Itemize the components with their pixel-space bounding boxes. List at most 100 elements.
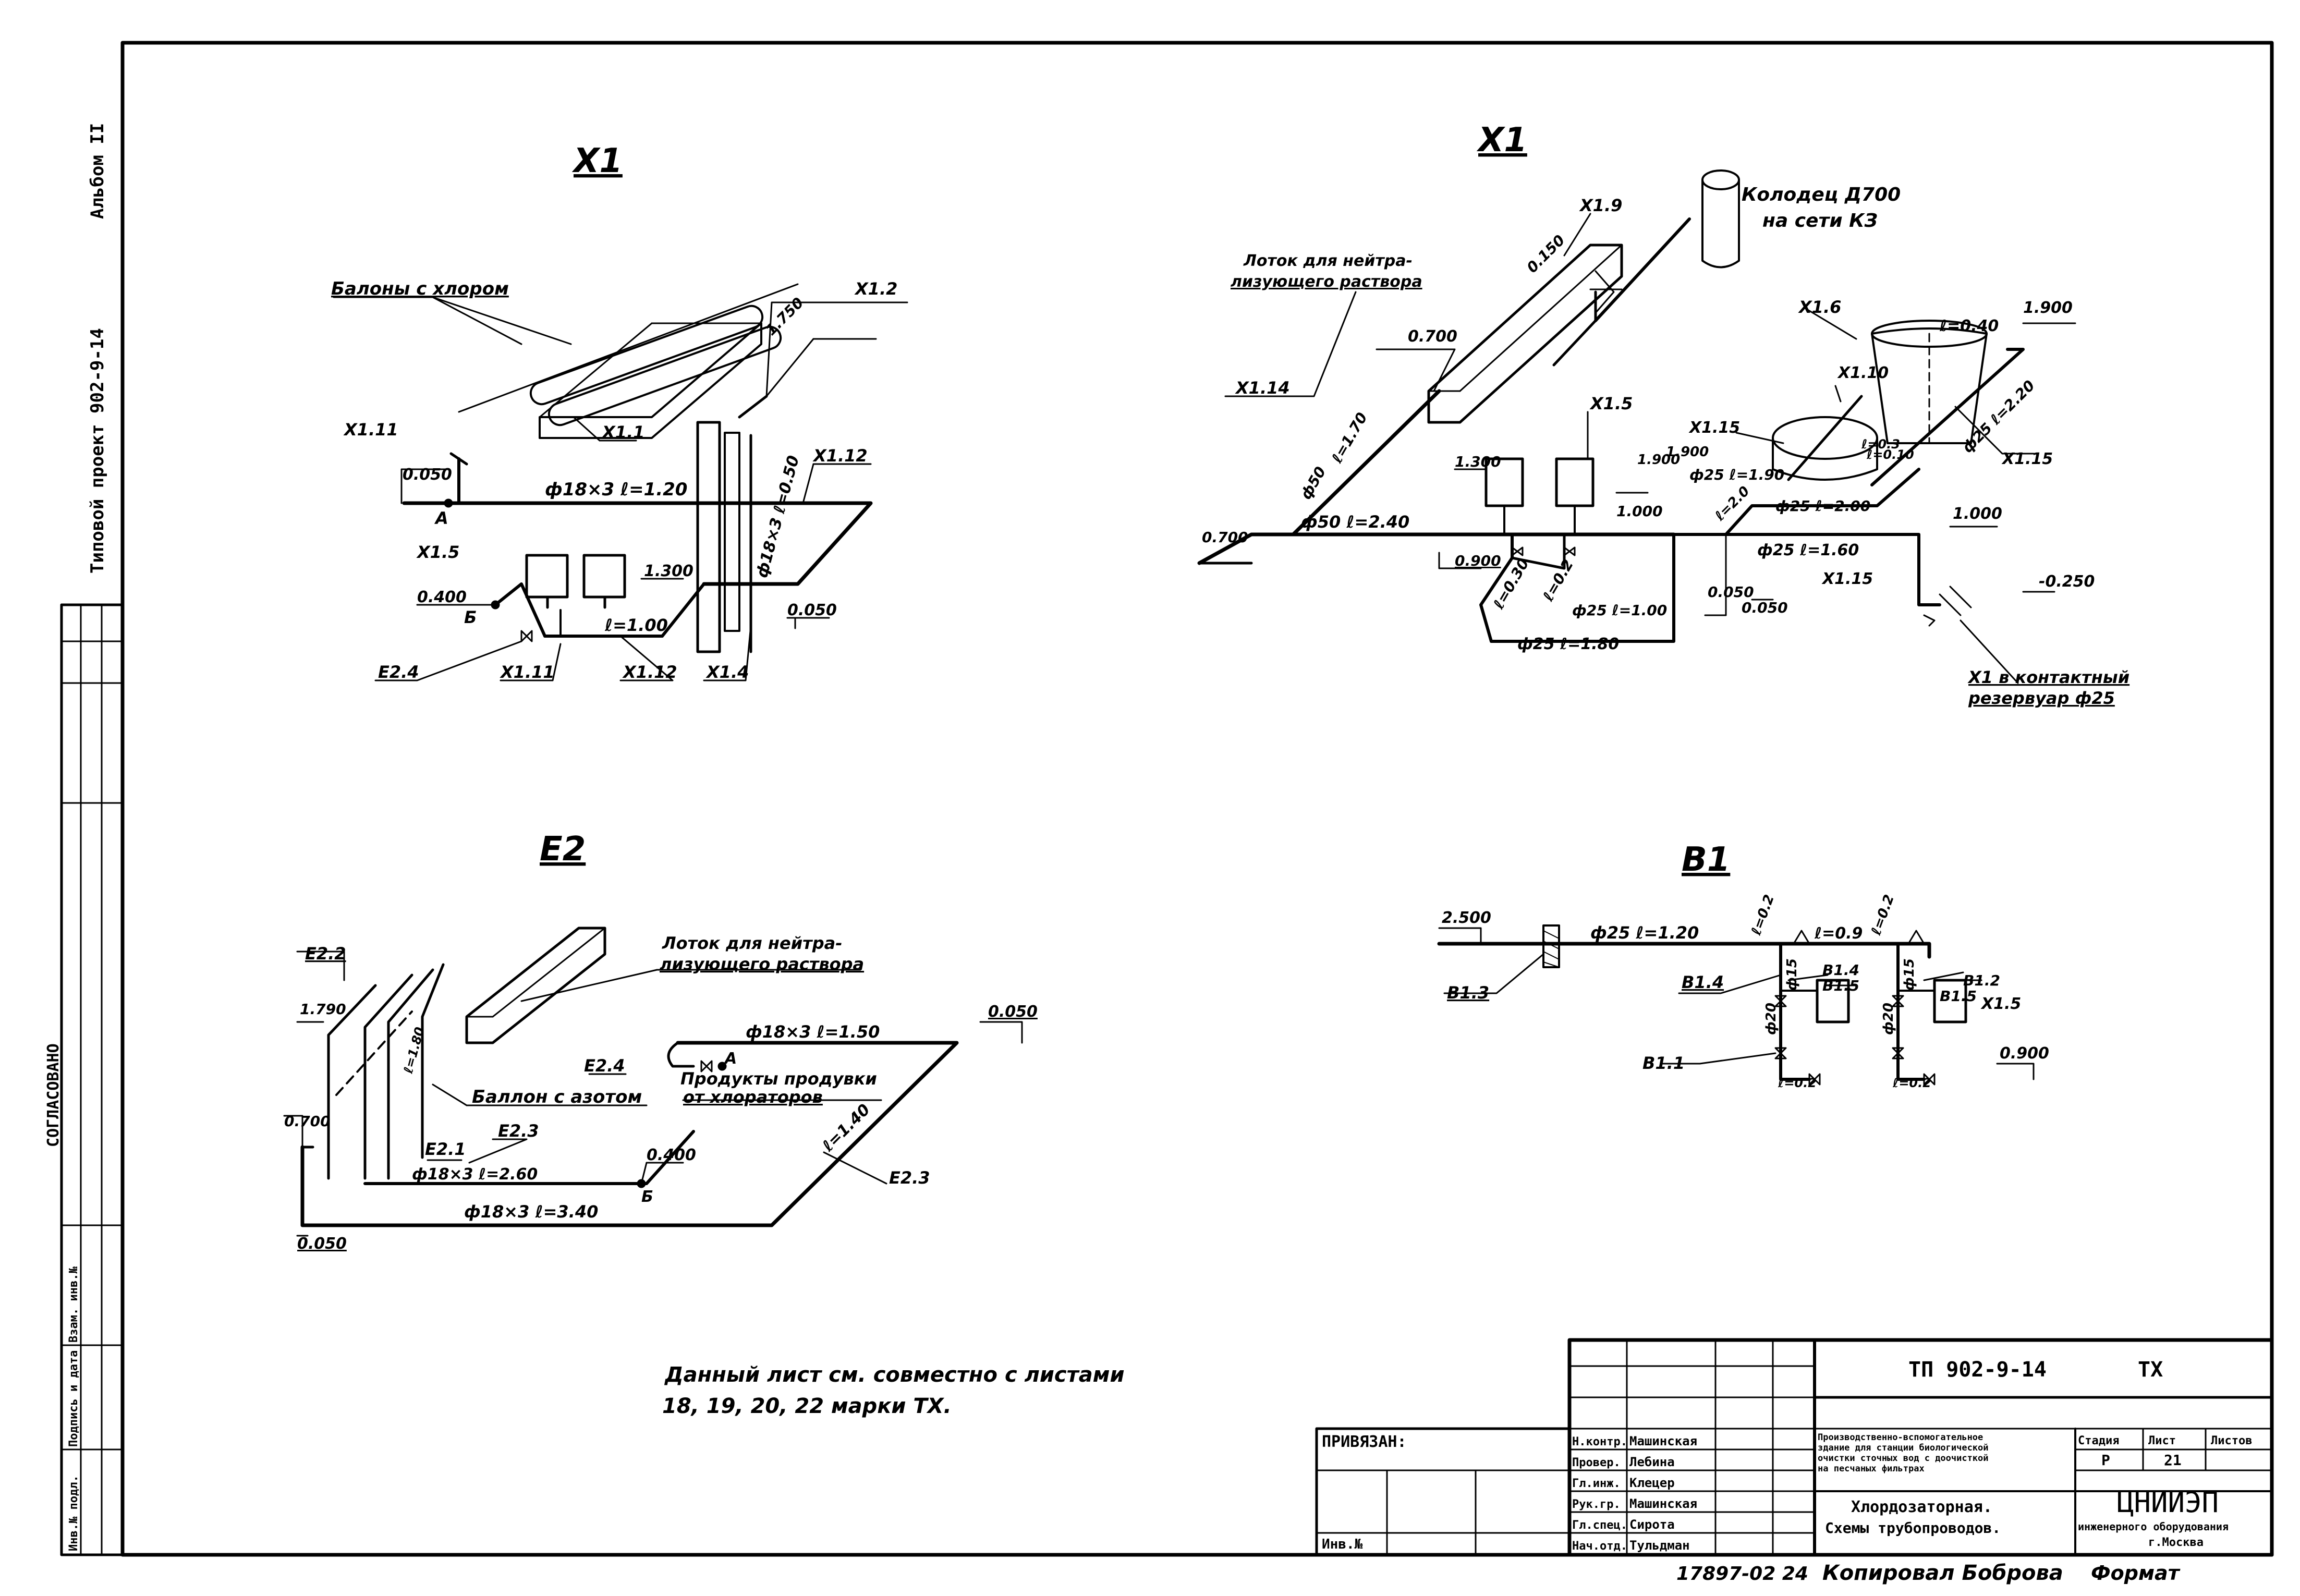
level-1300: 1.300 [644,562,693,580]
pipe-25-190: ф25 ℓ=1.90 [1689,466,1784,483]
b1-title: B1 [1682,840,1730,879]
sign-label: Подпись и дата [67,1350,80,1447]
stage-header: Стадия [2078,1434,2119,1447]
point-b-e2: Б [641,1188,653,1206]
doc-code: ТП 902-9-14 [1908,1358,2047,1382]
label-e22: E2.2 [305,944,346,964]
e2-tray-label: Лоток для нейтра- [662,933,842,953]
label-x115-a: X1.15 [1688,419,1740,437]
name-3: Клецер [1629,1476,1675,1490]
n2-label: Баллон с азотом [472,1087,642,1107]
b1-pipe-02b: ℓ=0.2 [1868,893,1897,937]
label-x11: X1.1 [601,422,644,442]
title-block [1315,1338,2274,1557]
pipe-20: ℓ=2.0 [1712,483,1753,525]
prod-label: Продукты продувки [680,1069,877,1089]
x1-right-labels: X1 Колодец Д700 на сети КЗ Лоток для ней… [1202,121,2129,708]
pipe-25-200: ф25 ℓ=2.00 [1775,497,1870,515]
sheet-title-2: Схемы трубопроводов. [1825,1519,2001,1537]
replace-label: Взам. инв.№ [67,1266,80,1343]
level-0050: 0.050 [403,466,452,484]
tray-label-2: лизующего раствора [1231,273,1422,291]
prod-label-2: от хлораторов [683,1087,823,1107]
pipe-25-160: ф25 ℓ=1.60 [1757,541,1859,559]
object-line-3: очистки сточных вод с доочисткой [1818,1453,1989,1464]
sheet-value: 21 [2164,1452,2182,1469]
pipe-140: ℓ=1.40 [819,1101,874,1156]
pipe-low: ℓ=1.00 [604,615,668,635]
point-b: Б [464,607,477,627]
sheet-title-1: Хлордозаторная. [1851,1498,1992,1516]
b1-pipe-02d: ℓ=0.2 [1892,1076,1931,1090]
note-line-1: Данный лист см. совместно с листами [664,1363,1125,1387]
pipe-25-220: ф25 ℓ=2.20 [1959,377,2038,456]
label-x110: X1.10 [1837,364,1889,382]
org-city: г.Москва [2148,1536,2204,1549]
b1-pipe-20b: ф20 [1881,1003,1896,1035]
label-b14-b: B1.4 [1822,961,1859,979]
level-0400-e2: 0.400 [647,1146,696,1164]
inv-label: Инв.№ подл. [67,1475,80,1551]
role-6: Нач.отд. [1572,1540,1627,1553]
label-x112-bottom: X1.12 [622,662,677,682]
level-1790: 1.790 [300,1001,346,1018]
object-line-4: на песчаных фильтрах [1818,1464,1925,1474]
level-0050-right-e2: 0.050 [988,1003,1038,1021]
stage-value: Р [2101,1452,2110,1469]
role-4: Рук.гр. [1572,1498,1621,1511]
label-e24-e2: E2.4 [584,1056,625,1076]
b1-pipe-main: ф25 ℓ=1.20 [1590,923,1699,943]
e2-title: E2 [540,830,586,869]
dest-label: X1 в контактный [1967,667,2129,687]
footer-copied: Копировал Боброва [1822,1561,2063,1585]
side-stamp-lines [60,604,124,1556]
tray-label: Лоток для нейтра- [1243,252,1413,270]
well-label: Колодец Д700 [1742,184,1901,205]
pipe-main: ф18×3 ℓ=1.20 [545,479,687,500]
level-1900-b: 1.900 [1666,444,1709,460]
level-2500: 2.500 [1442,909,1491,927]
level-1750: 1.750 [762,294,807,339]
sheets-header: Листов [2211,1434,2252,1447]
footer-format: Формат [2091,1562,2181,1585]
b1-pipe-02c: ℓ=0.2 [1778,1076,1817,1090]
e2-tray-label-2: лизующего раствора [660,954,864,974]
x1-right-title: X1 [1476,121,1527,160]
pipe-170: ℓ=1.70 [1328,409,1371,466]
level-0050-right: 0.050 [787,601,837,619]
doc-mark: ТХ [2138,1358,2163,1382]
side-stamp-box [60,603,124,1556]
pipe-25-100: ф25 ℓ=1.00 [1572,602,1667,619]
b1-schematic [1437,924,2035,1086]
level-0900: 0.900 [1455,552,1501,569]
pipe-03: ℓ=0.3 [1861,437,1900,452]
pipe-040: ℓ=0.40 [1939,317,1999,335]
label-e24: E2.4 [378,662,419,682]
label-x14: X1.4 [705,662,749,682]
role-2: Провер. [1572,1456,1621,1469]
label-x111-bottom: X1.11 [500,662,555,682]
role-3: Гл.инж. [1572,1477,1621,1490]
pipe-vert: ф18×3 ℓ=0.50 [753,454,803,580]
label-e23-b: E2.3 [889,1168,930,1188]
label-b12: B1.2 [1963,972,2000,989]
ballons-label: Балоны с хлором [331,278,509,299]
label-x112-right: X1.12 [812,446,868,466]
label-x15-b1: X1.5 [1980,995,2021,1013]
pipe-main-right: ф50 ℓ=2.40 [1301,512,1409,532]
level-0400: 0.400 [417,588,467,606]
name-6: Тульдман [1629,1538,1690,1553]
name-5: Сирота [1629,1517,1675,1532]
label-x12: X1.2 [854,279,897,299]
level-0700: 0.700 [284,1113,331,1130]
b1-pipe-15a: ф15 [1784,958,1800,991]
level-1000-right: 1.000 [1953,505,2002,523]
album-label: Альбом II [87,123,108,219]
label-b14: B1.4 [1682,972,1724,992]
label-e21: E2.1 [425,1139,466,1159]
b1-pipe-09: ℓ=0.9 [1814,924,1863,943]
b1-pipe-15b: ф15 [1902,958,1917,991]
pipe-340: ф18×3 ℓ=3.40 [464,1202,598,1222]
label-x115-b: X1.15 [1821,570,1873,588]
